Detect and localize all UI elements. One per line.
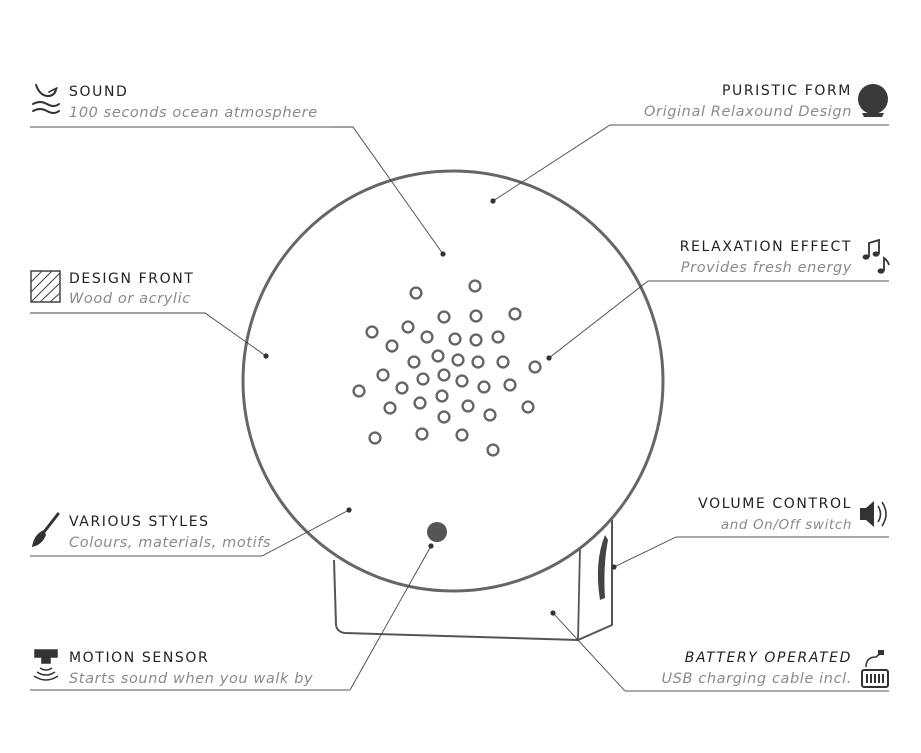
leader-sound [330, 126, 444, 255]
motion-sensor-icon [33, 649, 59, 681]
speaker-hole [471, 355, 485, 369]
music-notes-icon [862, 238, 890, 274]
feature-form-subtitle: Original Relaxound Design [644, 104, 852, 120]
endpoint-styles [346, 507, 352, 513]
feature-battery-title: BATTERY OPERATED [685, 650, 852, 666]
speaker-hole [376, 368, 390, 382]
feature-battery: BATTERY OPERATED USB charging cable incl… [662, 650, 852, 687]
feature-relaxation: RELAXATION EFFECT Provides fresh energy [680, 239, 852, 276]
endpoint-design [263, 353, 269, 359]
speaker-hole [503, 378, 517, 392]
feature-sound-subtitle: 100 seconds ocean atmosphere [69, 105, 318, 121]
speaker-icon [860, 501, 887, 527]
feature-design-title: DESIGN FRONT [69, 271, 194, 287]
speaker-hole [395, 381, 409, 395]
leader-styles [261, 509, 350, 557]
feature-sound: SOUND 100 seconds ocean atmosphere [69, 84, 318, 121]
feature-styles-title: VARIOUS STYLES [69, 514, 210, 530]
speaker-hole [468, 279, 482, 293]
speaker-hole [413, 396, 427, 410]
feature-design-subtitle: Wood or acrylic [69, 291, 191, 307]
speaker-hole [521, 400, 535, 414]
leader-relaxation [548, 280, 649, 359]
feature-design: DESIGN FRONT Wood or acrylic [69, 271, 194, 307]
label-underlines [30, 124, 889, 692]
speaker-hole [455, 428, 469, 442]
endpoint-motion [428, 543, 434, 549]
speaker-hole [451, 353, 465, 367]
endpoint-form [490, 198, 496, 204]
speaker-hole [407, 355, 421, 369]
speaker-hole [401, 320, 415, 334]
feature-form-title: PURISTIC FORM [722, 83, 852, 99]
endpoint-volume [611, 564, 617, 570]
device-front-disc [241, 169, 665, 593]
speaker-hole [437, 368, 451, 382]
leader-volume [613, 536, 677, 568]
battery-icon [861, 650, 889, 688]
feature-sound-title: SOUND [69, 84, 128, 100]
speaker-hole [420, 330, 434, 344]
speaker-hole [461, 399, 475, 413]
speaker-hole [455, 374, 469, 388]
speaker-grille [352, 279, 542, 457]
endpoint-relaxation [546, 355, 552, 361]
speaker-hole [483, 408, 497, 422]
device [241, 169, 665, 641]
speaker-hole [383, 401, 397, 415]
hatched-square-icon [30, 270, 61, 303]
feature-volume-title: VOLUME CONTROL [698, 496, 852, 512]
speaker-hole [385, 339, 399, 353]
speaker-hole [368, 431, 382, 445]
leader-design [30, 312, 267, 357]
speaker-hole [448, 332, 462, 346]
speaker-hole [437, 410, 451, 424]
volume-wheel [597, 535, 608, 600]
speaker-hole [528, 360, 542, 374]
speaker-hole [491, 330, 505, 344]
speaker-hole [496, 355, 510, 369]
feature-volume: VOLUME CONTROL and On/Off switch [698, 496, 852, 533]
feature-relaxation-title: RELAXATION EFFECT [680, 239, 852, 255]
leader-form [492, 124, 611, 202]
speaker-hole [365, 325, 379, 339]
dark-circle-icon [858, 84, 888, 117]
speaker-hole [437, 310, 451, 324]
feature-relaxation-subtitle: Provides fresh energy [681, 260, 852, 276]
feature-battery-subtitle: USB charging cable incl. [662, 671, 852, 687]
paintbrush-icon [32, 512, 60, 547]
speaker-hole [431, 349, 445, 363]
leader-lines [30, 124, 677, 692]
speaker-hole [508, 307, 522, 321]
speaker-hole [469, 309, 483, 323]
device-base [333, 520, 613, 641]
leader-motion [349, 545, 432, 691]
leader-endpoints [263, 198, 617, 616]
feature-motion-subtitle: Starts sound when you walk by [69, 671, 313, 687]
speaker-hole [409, 286, 423, 300]
speaker-hole [415, 427, 429, 441]
feature-motion-title: MOTION SENSOR [69, 650, 209, 666]
feature-motion: MOTION SENSOR Starts sound when you walk… [69, 650, 313, 687]
speaker-hole [477, 380, 491, 394]
speaker-hole [469, 333, 483, 347]
leader-battery [552, 612, 626, 692]
wave-bird-icon [32, 84, 60, 114]
feature-form: PURISTIC FORM Original Relaxound Design [644, 83, 852, 120]
endpoint-sound [440, 251, 446, 257]
speaker-hole [435, 389, 449, 403]
motion-sensor-dot [427, 522, 447, 542]
speaker-hole [486, 443, 500, 457]
device-base-side-edge [577, 547, 581, 641]
feature-styles: VARIOUS STYLES Colours, materials, motif… [69, 514, 271, 551]
endpoint-battery [550, 610, 556, 616]
feature-volume-subtitle: and On/Off switch [721, 517, 852, 533]
speaker-hole [352, 384, 366, 398]
feature-styles-subtitle: Colours, materials, motifs [69, 535, 271, 551]
speaker-hole [416, 372, 430, 386]
